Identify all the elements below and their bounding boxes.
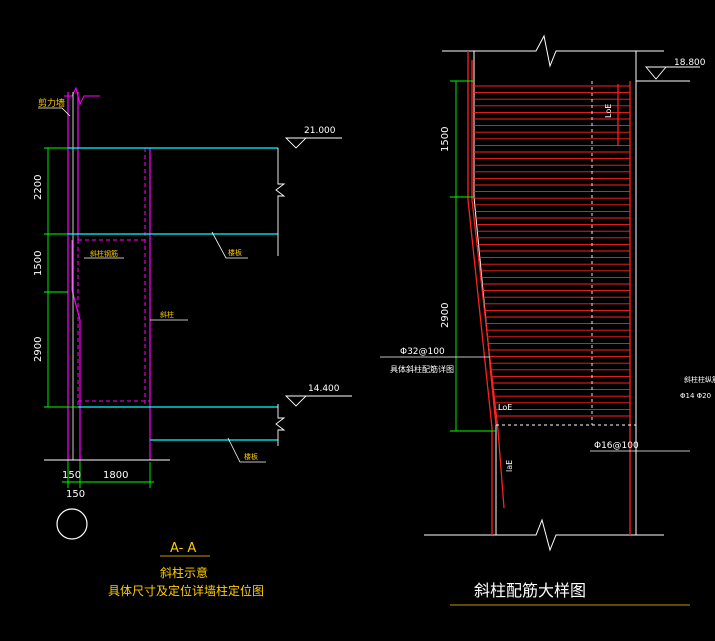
leader-slab-upper [211,231,248,259]
label-rebar-main-note: 具体斜柱配筋详图 [390,364,454,374]
caption-line-1: 斜柱示意 [160,565,208,580]
dim-horizontal-1: 150 [62,470,81,481]
caption-line-2: 具体尺寸及定位详墙柱定位图 [108,583,264,598]
wall-label: 剪力墙 [38,97,65,109]
right-detail-drawing: 18.800 1500 2900 LoE LoE Φ32@100 具体斜柱配筋详… [380,34,715,606]
label-column: 斜柱 [160,310,174,319]
section-title: A- A [170,541,196,556]
label-slab-lower: 楼板 [244,452,258,461]
elevation-top-label: 21.000 [304,126,336,136]
label-loe-top: LoE [604,104,613,118]
label-lae: laE [505,460,514,472]
dim-horizontal-2: 1800 [103,470,128,481]
wall-break-line [64,86,100,106]
label-slab-upper: 楼板 [228,248,242,257]
inclined-column-line [71,240,81,462]
label-loe-bottom: LoE [498,403,512,412]
side-note-1: 斜柱柱纵筋 [684,375,715,384]
right-dim-1: 1500 [440,127,451,152]
rebar-loe-bottom [489,365,497,426]
top-break-line [442,34,664,68]
section-circle [56,508,88,540]
stirrup-hatch [474,85,630,417]
label-rebar-main: Φ32@100 [400,347,445,357]
side-note-2: Φ14 Φ20 [680,392,711,400]
rebar-inner-left [471,60,505,509]
elevation-label: 18.800 [674,58,706,68]
right-break-upper [275,148,286,256]
elevation-triangle-bottom [284,395,308,407]
label-inclined: 斜柱钢筋 [90,249,118,258]
dim-below: 150 [66,489,85,500]
rebar-outer-left [467,51,493,535]
elevation-triangle [645,66,667,80]
left-section-drawing: 剪力墙 21.000 14.400 2200 1500 2900 150 180… [33,86,352,598]
detail-title: 斜柱配筋大样图 [474,581,586,600]
elevation-bottom-label: 14.400 [308,384,340,394]
leader-wall [38,107,71,117]
elevation-triangle-top [284,137,308,149]
bottom-break-line [424,518,664,552]
right-break-lower [275,404,286,446]
dim-vertical-1: 2200 [33,175,44,200]
leader-slab-lower [227,437,266,463]
label-rebar-stirrup: Φ16@100 [594,441,639,451]
right-dim-2: 2900 [440,303,451,328]
dim-vertical-2: 1500 [33,251,44,276]
dim-vertical-3: 2900 [33,337,44,362]
